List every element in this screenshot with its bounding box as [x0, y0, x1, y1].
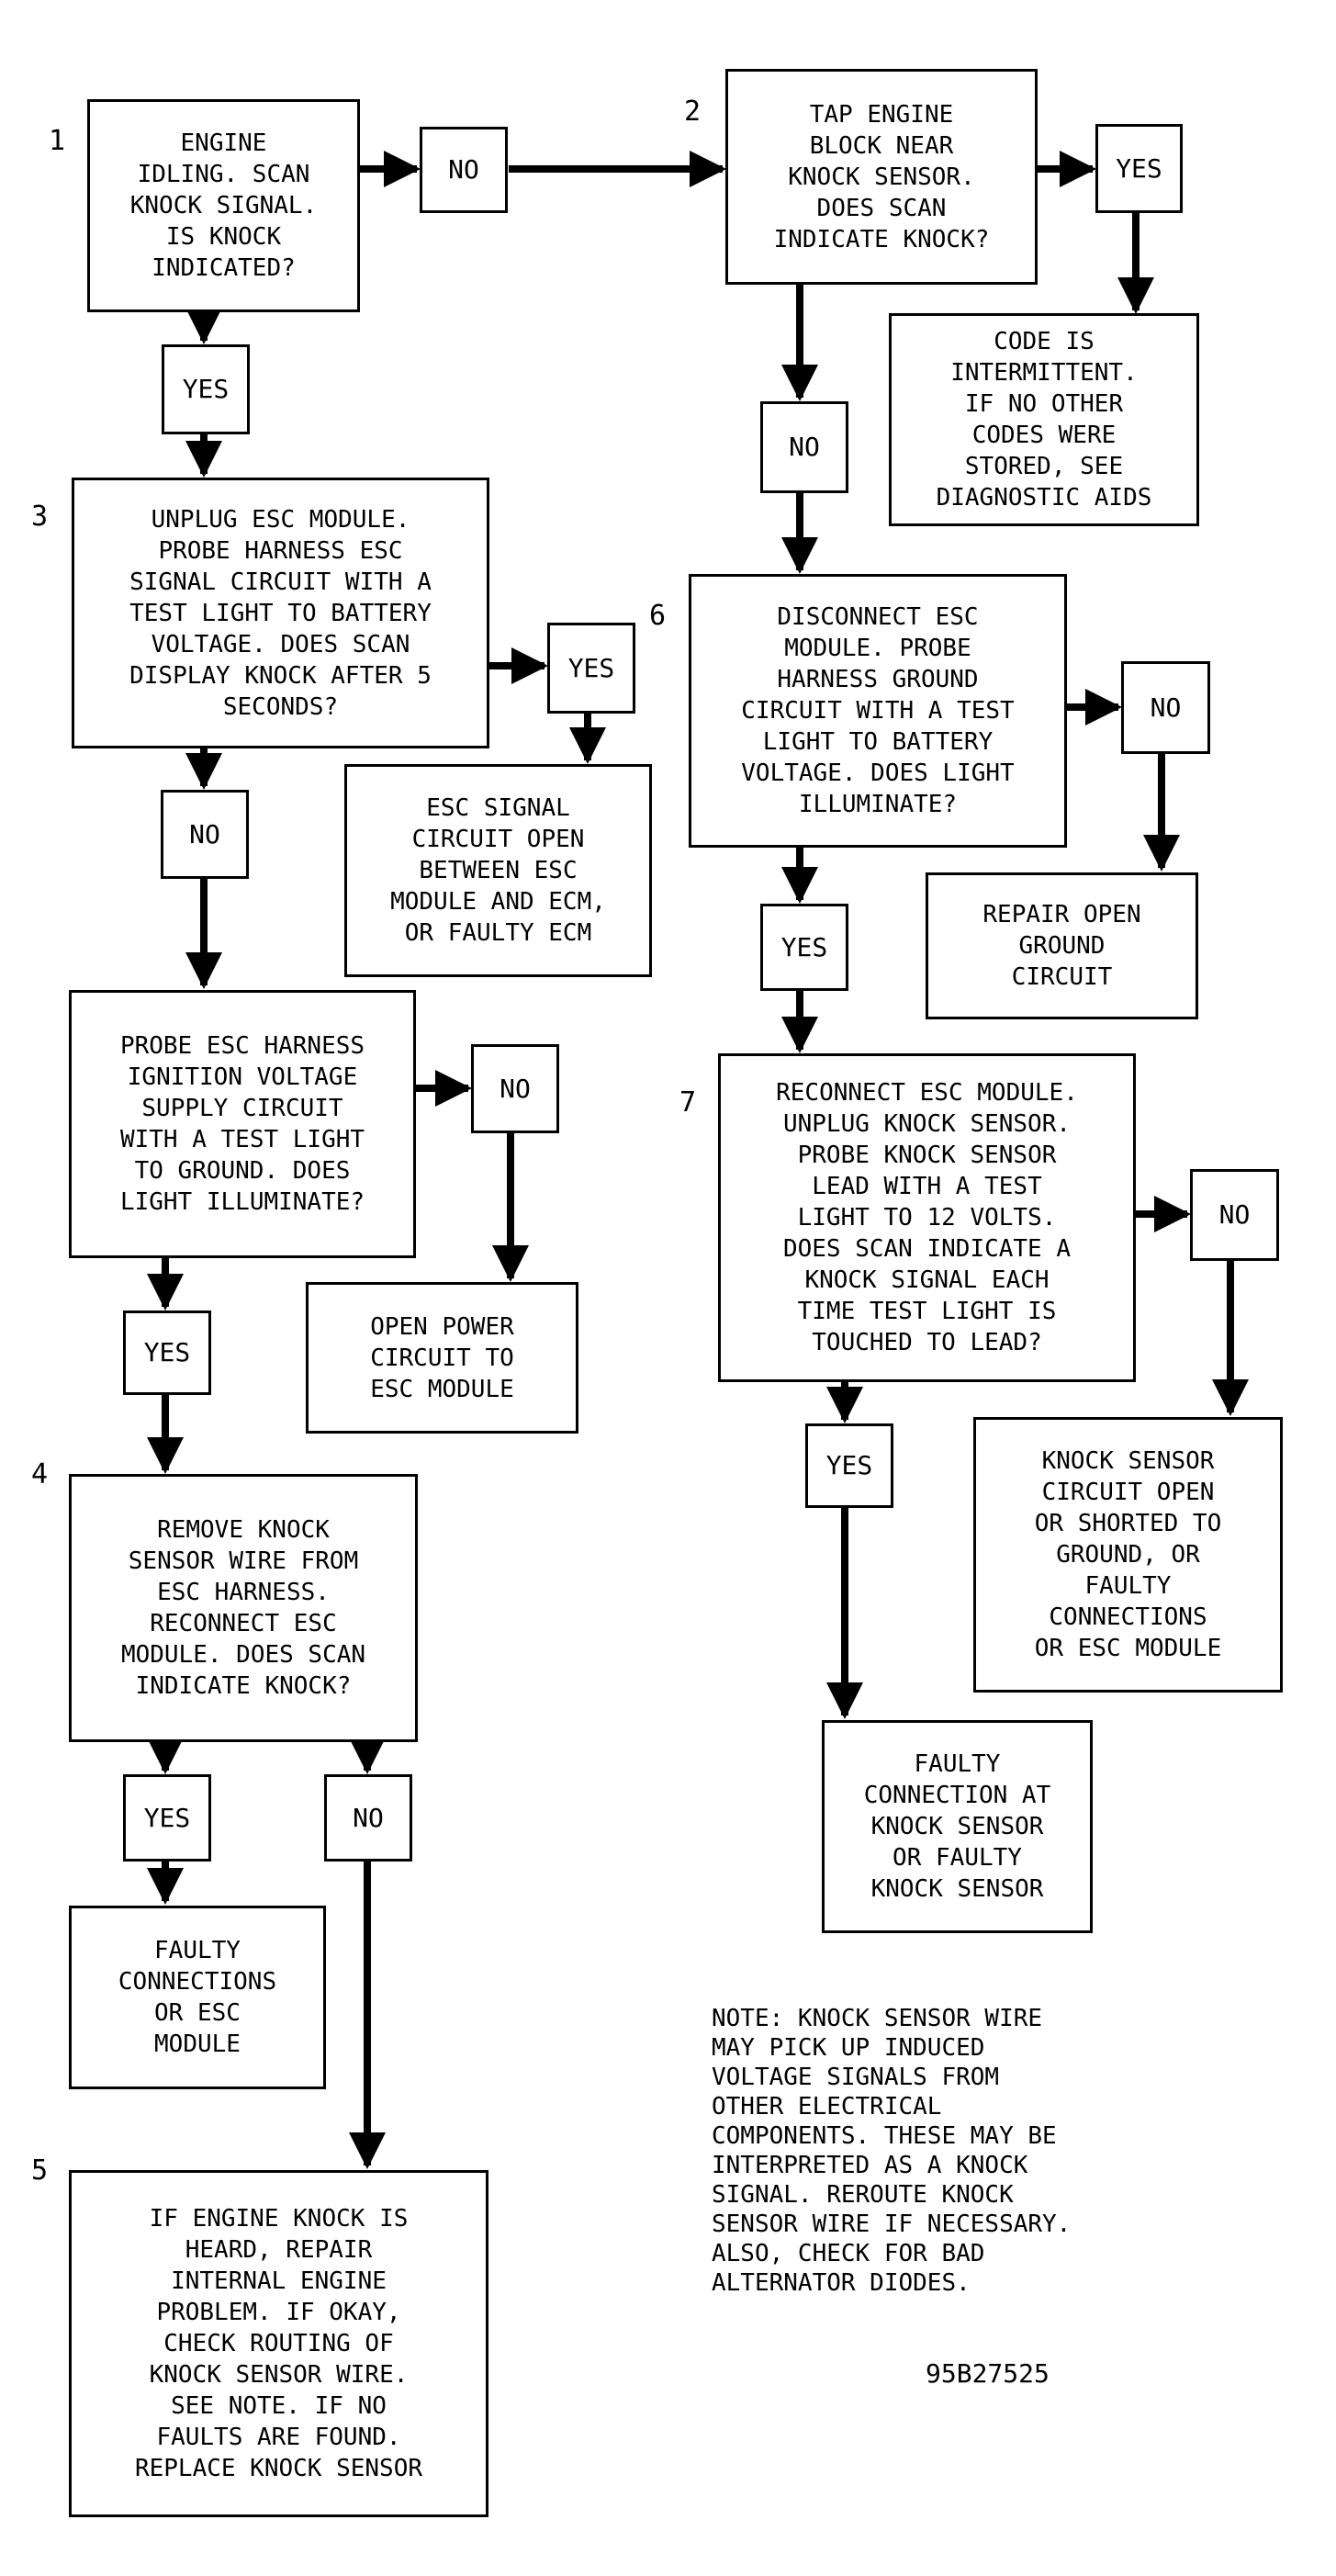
label-no: NO	[1121, 661, 1210, 754]
label-yes: YES	[123, 1310, 211, 1395]
result-faulty-connections-box: FAULTY CONNECTIONS OR ESC MODULE	[69, 1906, 326, 2089]
step-2-box: TAP ENGINE BLOCK NEAR KNOCK SENSOR. DOES…	[725, 69, 1038, 285]
step-number-7: 7	[679, 1086, 697, 1119]
step-number-5: 5	[31, 2154, 49, 2187]
label-yes: YES	[547, 623, 635, 714]
label-no: NO	[760, 401, 848, 493]
result-faulty-sensor-box: FAULTY CONNECTION AT KNOCK SENSOR OR FAU…	[822, 1720, 1093, 1933]
label-no: NO	[161, 790, 249, 879]
step-5-box: IF ENGINE KNOCK IS HEARD, REPAIR INTERNA…	[69, 2170, 488, 2517]
result-esc-open-box: ESC SIGNAL CIRCUIT OPEN BETWEEN ESC MODU…	[344, 764, 652, 977]
result-open-power-box: OPEN POWER CIRCUIT TO ESC MODULE	[306, 1282, 578, 1434]
step-6-box: DISCONNECT ESC MODULE. PROBE HARNESS GRO…	[689, 574, 1067, 848]
label-no: NO	[420, 127, 508, 213]
result-repair-ground-box: REPAIR OPEN GROUND CIRCUIT	[926, 872, 1198, 1019]
step-number-4: 4	[31, 1458, 49, 1490]
note-text: NOTE: KNOCK SENSOR WIRE MAY PICK UP INDU…	[712, 2005, 1072, 2297]
figure-id: 95B27525	[926, 2358, 1050, 2389]
label-no: NO	[324, 1774, 412, 1862]
step-number-3: 3	[31, 501, 49, 533]
result-intermittent-box: CODE IS INTERMITTENT. IF NO OTHER CODES …	[889, 313, 1199, 526]
result-knock-sensor-circuit-box: KNOCK SENSOR CIRCUIT OPEN OR SHORTED TO …	[973, 1417, 1283, 1693]
step-4-box: REMOVE KNOCK SENSOR WIRE FROM ESC HARNES…	[69, 1474, 418, 1742]
label-no: NO	[1190, 1169, 1279, 1261]
label-yes: YES	[162, 344, 250, 434]
label-yes: YES	[123, 1774, 211, 1862]
step-7-box: RECONNECT ESC MODULE. UNPLUG KNOCK SENSO…	[718, 1053, 1136, 1382]
label-yes: YES	[805, 1423, 893, 1508]
step-1-box: ENGINE IDLING. SCAN KNOCK SIGNAL. IS KNO…	[87, 99, 360, 312]
label-no: NO	[471, 1044, 559, 1133]
step-3-box: UNPLUG ESC MODULE. PROBE HARNESS ESC SIG…	[72, 478, 489, 748]
label-yes: YES	[1095, 124, 1183, 213]
step-number-6: 6	[649, 600, 667, 632]
step-3b-box: PROBE ESC HARNESS IGNITION VOLTAGE SUPPL…	[69, 990, 416, 1258]
label-yes: YES	[760, 904, 848, 991]
step-number-1: 1	[49, 125, 66, 157]
step-number-2: 2	[684, 96, 702, 128]
